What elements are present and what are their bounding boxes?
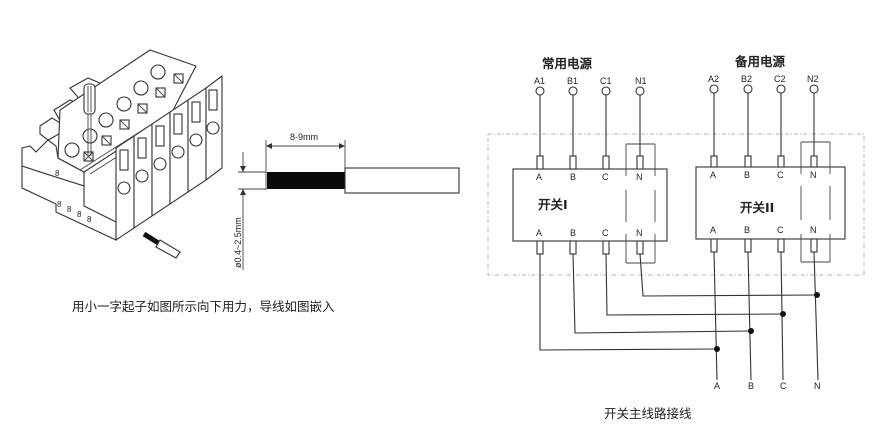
svg-text:B: B <box>744 225 750 235</box>
output-b: B <box>748 381 754 391</box>
instruction-caption: 用小一字起子如图所示向下用力，导线如图嵌入 <box>72 299 335 314</box>
svg-text:B1: B1 <box>567 76 578 86</box>
svg-text:A: A <box>710 225 716 235</box>
svg-text:8: 8 <box>57 200 62 209</box>
enclosure-boundary <box>487 133 865 276</box>
junction-a <box>714 346 720 352</box>
svg-text:C: C <box>777 225 784 235</box>
switch-main-circuit: 常用电源 备用电源 A1 B1 C1 N1 A2 B2 C2 N2 <box>487 54 865 421</box>
svg-text:B: B <box>570 172 576 182</box>
switch-1: A B C N 开关I A B C N <box>512 143 668 264</box>
diameter-label: ø0.4~2.5mm <box>233 217 243 268</box>
stripped-conductor <box>267 172 345 189</box>
backup-source-title: 备用电源 <box>734 54 786 69</box>
svg-text:N: N <box>636 228 643 238</box>
backup-source-terminals: A2 B2 C2 N2 <box>708 74 819 156</box>
output-a: A <box>714 381 720 391</box>
svg-text:C: C <box>602 228 609 238</box>
output-n: N <box>814 381 821 391</box>
output-wiring: A B C N <box>539 251 821 391</box>
junction-b <box>748 328 754 334</box>
svg-text:N: N <box>810 225 817 235</box>
wire-insert-icon <box>142 231 181 259</box>
svg-text:C1: C1 <box>600 76 612 86</box>
svg-text:N2: N2 <box>807 74 819 84</box>
svg-text:A: A <box>710 170 716 180</box>
junction-c <box>780 311 786 317</box>
switch-1-body <box>512 168 668 242</box>
svg-text:C2: C2 <box>774 74 786 84</box>
svg-text:8: 8 <box>87 215 92 224</box>
output-c: C <box>780 381 787 391</box>
svg-text:N: N <box>636 172 643 182</box>
normal-source-terminals: A1 B1 C1 N1 <box>534 76 647 156</box>
strip-length-label: 8-9mm <box>290 132 318 142</box>
svg-text:8: 8 <box>67 205 72 214</box>
svg-text:A1: A1 <box>534 76 545 86</box>
terminal-a1 <box>535 86 545 96</box>
svg-text:C: C <box>777 170 784 180</box>
svg-text:B: B <box>570 228 576 238</box>
svg-text:A2: A2 <box>708 74 719 84</box>
terminal-poles <box>115 74 223 242</box>
side-marks: 8 8 8 8 8 <box>55 169 92 224</box>
wire-strip-diagram: 8-9mm ø0.4~2.5mm <box>233 132 460 270</box>
svg-text:N1: N1 <box>635 76 647 86</box>
terminal-b2 <box>743 84 753 94</box>
svg-text:N: N <box>810 170 817 180</box>
terminal-n1 <box>635 86 645 96</box>
svg-text:C: C <box>602 172 609 182</box>
svg-text:A: A <box>536 172 542 182</box>
terminal-b1 <box>568 86 578 96</box>
svg-text:8: 8 <box>77 210 82 219</box>
switch-1-label: 开关I <box>538 197 568 212</box>
release-slots <box>83 73 184 162</box>
terminal-block-illustration: 8 8 8 8 8 <box>21 49 223 259</box>
screwdriver-icon <box>83 83 96 156</box>
switch-2: A B C N 开关II A B C N <box>695 141 846 263</box>
svg-text:B2: B2 <box>741 74 752 84</box>
terminal-a2 <box>709 84 719 94</box>
wire-insulation <box>344 167 460 194</box>
screw-holes <box>64 64 166 158</box>
terminal-c1 <box>601 86 611 96</box>
circuit-caption: 开关主线路接线 <box>604 406 692 421</box>
terminal-c2 <box>776 84 786 94</box>
switch-2-label: 开关II <box>740 200 774 215</box>
svg-text:A: A <box>536 228 542 238</box>
normal-source-title: 常用电源 <box>542 56 593 71</box>
svg-text:8: 8 <box>55 169 60 178</box>
switch-2-body <box>695 166 846 240</box>
junction-n <box>814 292 820 298</box>
terminal-n2 <box>809 84 819 94</box>
svg-text:B: B <box>744 170 750 180</box>
